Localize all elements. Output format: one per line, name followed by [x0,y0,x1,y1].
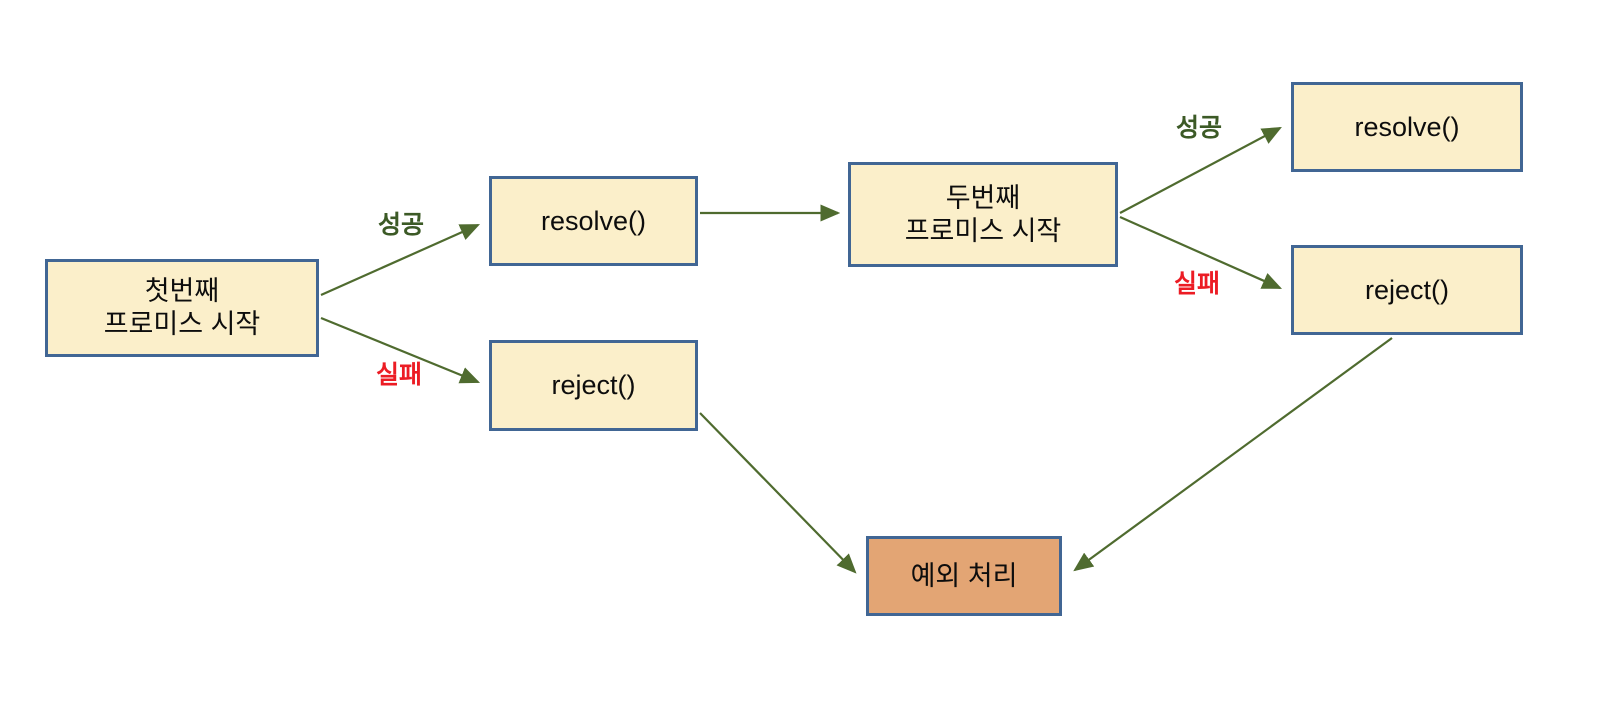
node-first-promise[interactable]: 첫번째 프로미스 시작 [45,259,319,357]
edge-label-failure-2: 실패 [1174,270,1221,298]
edge-label-failure-1: 실패 [376,361,423,389]
node-second-promise[interactable]: 두번째 프로미스 시작 [848,162,1118,267]
node-reject-2[interactable]: reject() [1291,245,1523,335]
edge-reject2-to-exception [1073,337,1393,572]
edge-reject1-to-exception [699,412,857,574]
edge-label-success-2: 성공 [1176,114,1223,142]
edge-label-success-1: 성공 [378,211,425,239]
node-resolve-1[interactable]: resolve() [489,176,698,266]
node-reject-1[interactable]: reject() [489,340,698,431]
node-exception-handler[interactable]: 예외 처리 [866,536,1062,616]
node-resolve-2[interactable]: resolve() [1291,82,1523,172]
